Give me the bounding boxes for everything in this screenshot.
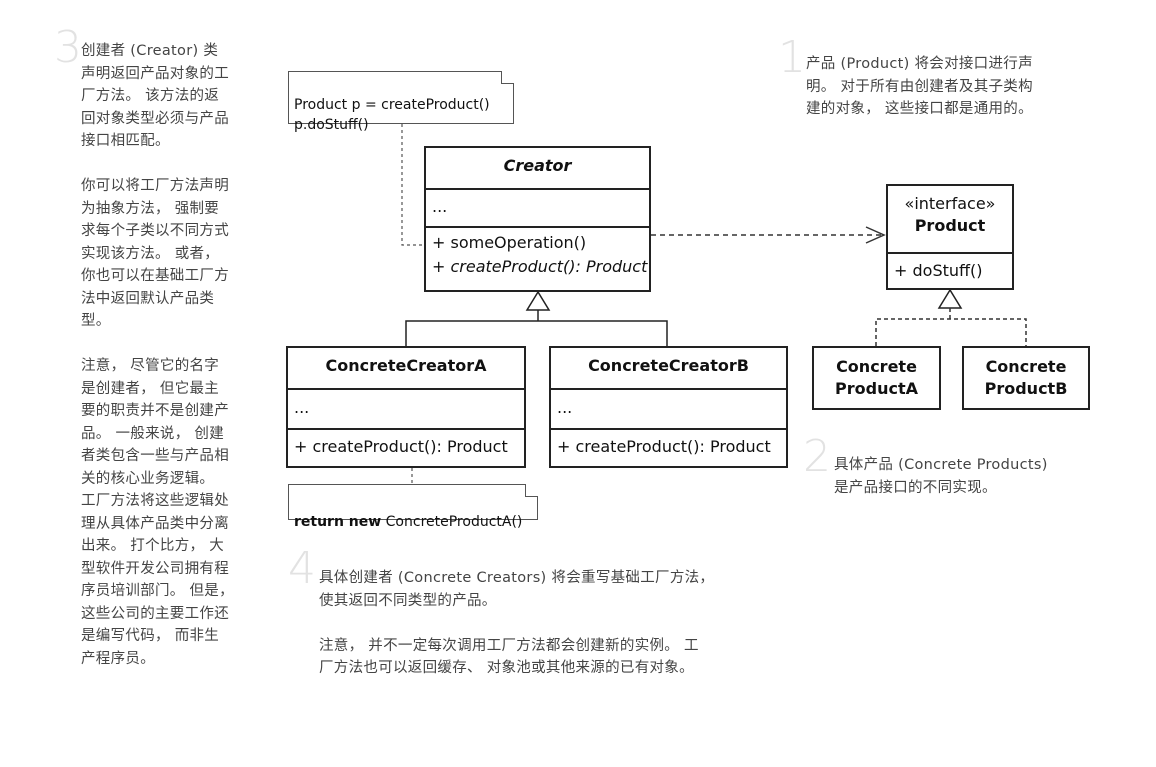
interface-product[interactable]: «interface» Product + doStuff(): [886, 184, 1014, 290]
class-name-line2: ProductB: [984, 379, 1068, 398]
class-name-line1: Concrete: [836, 357, 917, 376]
fields: ...: [557, 398, 573, 417]
class-concrete-product-b[interactable]: Concrete ProductB: [962, 346, 1090, 410]
interface-name-section: «interface» Product: [888, 186, 1012, 252]
method-create-product: + createProduct(): Product: [557, 437, 771, 456]
inherit-triangle-creator: [525, 290, 551, 311]
fields-section: ...: [288, 388, 524, 428]
note-2-text: 具体产品 (Concrete Products) 是产品接口的不同实现。: [834, 457, 1048, 496]
note-2-number: 2: [803, 431, 831, 482]
interface-name: Product: [914, 216, 986, 235]
method-some-operation: + someOperation(): [432, 233, 587, 252]
stereotype: «interface»: [904, 194, 996, 213]
class-name: ConcreteCreatorA: [325, 356, 487, 375]
class-name-section: Creator: [426, 148, 649, 188]
method-do-stuff: + doStuff(): [894, 261, 983, 280]
class-name-section: ConcreteCreatorA: [288, 348, 524, 388]
realize-branch-products: [875, 318, 1027, 346]
class-creator[interactable]: Creator ... + someOperation() + createPr…: [424, 146, 651, 292]
class-name-line1: Concrete: [985, 357, 1067, 376]
note-4-text: 具体创建者 (Concrete Creators) 将会重写基础工厂方法， 使其…: [319, 570, 715, 676]
memo-top: Product p = createProduct() p.doStuff(): [288, 71, 514, 133]
note-3-number: 3: [54, 22, 82, 73]
methods-section: + doStuff(): [888, 252, 1012, 292]
method-create-product: + createProduct(): Product: [294, 437, 508, 456]
realize-triangle-product: [937, 288, 963, 309]
class-concrete-creator-b[interactable]: ConcreteCreatorB ... + createProduct(): …: [549, 346, 788, 468]
fields-section: ...: [426, 188, 649, 226]
methods-section: + createProduct(): Product: [551, 428, 786, 466]
fields: ...: [294, 398, 310, 417]
fields-section: ...: [551, 388, 786, 428]
memo-fold-corner: [525, 484, 538, 497]
memo-top-connector: [401, 124, 425, 246]
class-concrete-creator-a[interactable]: ConcreteCreatorA ... + createProduct(): …: [286, 346, 526, 468]
memo-bottom-text: ConcreteProductA(): [381, 514, 523, 530]
note-4-number: 4: [288, 543, 316, 594]
memo-bottom-keyword: return new: [294, 514, 382, 530]
class-name-section: ConcreteCreatorB: [551, 348, 786, 388]
fields: ...: [432, 197, 448, 216]
class-concrete-product-a[interactable]: Concrete ProductA: [812, 346, 941, 410]
memo-top-text: Product p = createProduct() p.doStuff(): [294, 97, 490, 133]
note-1-number: 1: [778, 32, 806, 83]
memo-fold-corner: [501, 71, 514, 84]
class-name: ConcreteCreatorB: [588, 356, 749, 375]
note-1-text: 产品 (Product) 将会对接口进行声 明。 对于所有由创建者及其子类构 建…: [806, 56, 1033, 117]
method-create-product: + createProduct(): Product: [432, 257, 648, 276]
methods-section: + createProduct(): Product: [288, 428, 524, 466]
class-name: Creator: [503, 156, 572, 175]
dependency-arrowhead: [865, 226, 886, 244]
class-name-line2: ProductA: [835, 379, 918, 398]
inherit-branch-creators: [405, 320, 668, 346]
methods-section: + someOperation() + createProduct(): Pro…: [426, 226, 649, 290]
memo-bottom: return new ConcreteProductA(): [288, 484, 538, 530]
note-3-text: 创建者 (Creator) 类 声明返回产品对象的工 厂方法。 该方法的返 回对…: [81, 43, 234, 667]
